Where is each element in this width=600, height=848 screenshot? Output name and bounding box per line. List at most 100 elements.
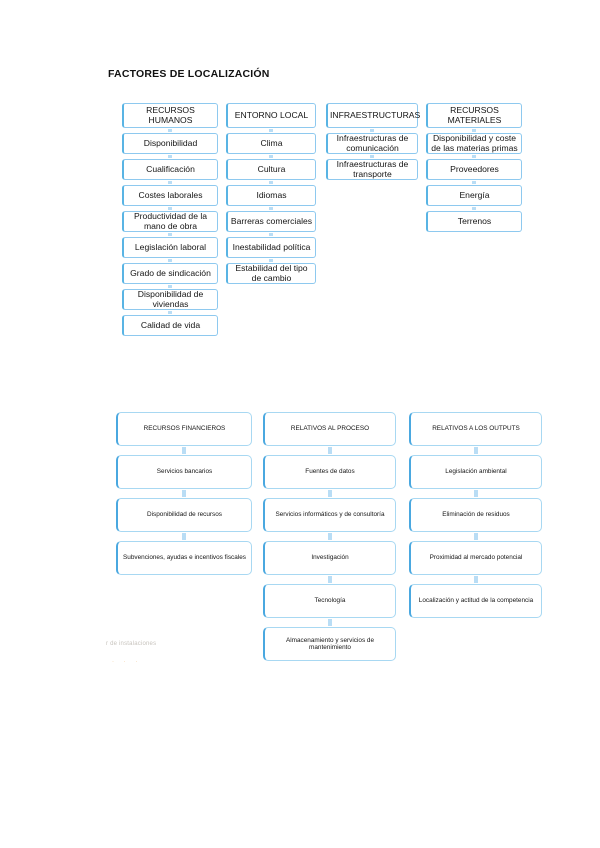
group-header-label: RELATIVOS A LOS OUTPUTS	[432, 425, 520, 433]
connector-arrow-icon	[269, 155, 273, 158]
connector-arrow-icon	[473, 576, 478, 583]
factor-box-energia[interactable]: Energía	[426, 185, 522, 206]
connector-arrow-icon	[168, 181, 172, 184]
factor-box-label: Proveedores	[450, 163, 499, 174]
factor-box-clima[interactable]: Clima	[226, 133, 316, 154]
group-header-recursos-financieros: RECURSOS FINANCIEROS	[116, 412, 252, 446]
factor-box-cultura[interactable]: Cultura	[226, 159, 316, 180]
connector-arrow-icon	[269, 233, 273, 236]
factor-box-disponibilidad-de-recursos[interactable]: Disponibilidad de recursos	[116, 498, 252, 532]
factor-box-label: Proximidad al mercado potencial	[429, 554, 523, 562]
factor-box-label: Cultura	[257, 163, 286, 174]
factor-box-proximidad-al-mercado-potencial[interactable]: Proximidad al mercado potencial	[409, 541, 542, 575]
connector-arrow-icon	[473, 447, 478, 454]
connector-arrow-icon	[327, 447, 332, 454]
factor-box-label: Terrenos	[457, 215, 492, 226]
factor-box-label: Productividad de la mano de obra	[133, 210, 208, 231]
factor-box-legislacion-ambiental[interactable]: Legislación ambiental	[409, 455, 542, 489]
factor-box-label: Subvenciones, ayudas e incentivos fiscal…	[123, 554, 246, 562]
group-header-label: INFRAESTRUCTURAS	[330, 109, 421, 120]
factor-box-label: Eliminación de residuos	[442, 511, 510, 519]
connector-arrow-icon	[473, 533, 478, 540]
connector-arrow-icon	[168, 207, 172, 210]
group-header-label: RELATIVOS AL PROCESO	[290, 425, 370, 433]
factor-box-label: Legislación ambiental	[445, 468, 507, 476]
factor-box-servicios-informaticos-y-de-consultoria[interactable]: Servicios informáticos y de consultoría	[263, 498, 396, 532]
connector-arrow-icon	[269, 207, 273, 210]
factor-box-label: Cualificación	[146, 163, 195, 174]
factor-box-label: Inestabilidad política	[232, 241, 311, 252]
factor-box-servicios-bancarios[interactable]: Servicios bancarios	[116, 455, 252, 489]
factor-box-label: Costes laborales	[138, 189, 203, 200]
connector-arrow-icon	[370, 155, 374, 158]
factor-box-disponibilidad-y-coste-de-las-materias-primas[interactable]: Disponibilidad y coste de las materias p…	[426, 133, 522, 154]
connector-arrow-icon	[472, 129, 476, 132]
factor-box-label: Fuentes de datos	[305, 468, 355, 476]
connector-arrow-icon	[327, 490, 332, 497]
group-header-recursos-materiales: RECURSOS MATERIALES	[426, 103, 522, 128]
factor-box-label: Idiomas	[256, 189, 287, 200]
factor-box-infraestructuras-de-transporte[interactable]: Infraestructuras de transporte	[326, 159, 418, 180]
factor-box-label: Tecnología	[314, 597, 346, 605]
factor-box-label: Infraestructuras de comunicación	[336, 132, 409, 153]
factor-box-label: Investigación	[311, 554, 349, 562]
factor-box-label: Servicios bancarios	[156, 468, 213, 476]
factor-box-inestabilidad-politica[interactable]: Inestabilidad política	[226, 237, 316, 258]
factor-box-terrenos[interactable]: Terrenos	[426, 211, 522, 232]
factor-box-idiomas[interactable]: Idiomas	[226, 185, 316, 206]
factor-box-legislacion-laboral[interactable]: Legislación laboral	[122, 237, 218, 258]
factor-box-label: Disponibilidad de recursos	[147, 511, 222, 519]
connector-arrow-icon	[472, 181, 476, 184]
connector-arrow-icon	[182, 490, 186, 497]
connector-arrow-icon	[327, 619, 332, 626]
factor-box-calidad-de-vida[interactable]: Calidad de vida	[122, 315, 218, 336]
factor-box-disponibilidad[interactable]: Disponibilidad	[122, 133, 218, 154]
connector-arrow-icon	[168, 311, 172, 314]
group-header-relativos-al-proceso: RELATIVOS AL PROCESO	[263, 412, 396, 446]
cropped-marks-artifact: · · ·	[112, 659, 142, 665]
factor-box-localizacion-y-actitud-de-la-competencia[interactable]: Localización y actitud de la competencia	[409, 584, 542, 618]
factor-box-subvenciones-ayudas-e-incentivos-fiscales[interactable]: Subvenciones, ayudas e incentivos fiscal…	[116, 541, 252, 575]
factor-box-infraestructuras-de-comunicacion[interactable]: Infraestructuras de comunicación	[326, 133, 418, 154]
factor-box-label: Calidad de vida	[140, 319, 201, 330]
factor-box-almacenamiento-y-servicios-de-mantenimiento[interactable]: Almacenamiento y servicios de mantenimie…	[263, 627, 396, 661]
factor-box-disponibilidad-de-viviendas[interactable]: Disponibilidad de viviendas	[122, 289, 218, 310]
factor-box-label: Grado de sindicación	[130, 267, 211, 278]
connector-arrow-icon	[182, 447, 186, 454]
connector-arrow-icon	[370, 129, 374, 132]
factor-box-tecnologia[interactable]: Tecnología	[263, 584, 396, 618]
factor-box-fuentes-de-datos[interactable]: Fuentes de datos	[263, 455, 396, 489]
factor-box-cualificacion[interactable]: Cualificación	[122, 159, 218, 180]
group-header-recursos-humanos: RECURSOS HUMANOS	[122, 103, 218, 128]
factor-box-label: Clima	[260, 137, 283, 148]
factor-box-grado-de-sindicacion[interactable]: Grado de sindicación	[122, 263, 218, 284]
connector-arrow-icon	[168, 155, 172, 158]
factor-box-eliminacion-de-residuos[interactable]: Eliminación de residuos	[409, 498, 542, 532]
connector-arrow-icon	[168, 233, 172, 236]
factor-box-barreras-comerciales[interactable]: Barreras comerciales	[226, 211, 316, 232]
factor-box-label: Estabilidad del tipo de cambio	[235, 262, 308, 283]
connector-arrow-icon	[182, 533, 186, 540]
connector-arrow-icon	[269, 259, 273, 262]
factor-box-label: Disponibilidad de viviendas	[137, 288, 204, 309]
factor-box-label: Disponibilidad	[143, 137, 198, 148]
connector-arrow-icon	[327, 576, 332, 583]
factor-box-productividad-de-la-mano-de-obra[interactable]: Productividad de la mano de obra	[122, 211, 218, 232]
factor-box-estabilidad-del-tipo-de-cambio[interactable]: Estabilidad del tipo de cambio	[226, 263, 316, 284]
factor-box-label: Energía	[459, 189, 490, 200]
connector-arrow-icon	[168, 129, 172, 132]
factor-box-investigacion[interactable]: Investigación	[263, 541, 396, 575]
page-title: FACTORES DE LOCALIZACIÓN	[108, 68, 270, 80]
connector-arrow-icon	[472, 207, 476, 210]
group-header-entorno-local: ENTORNO LOCAL	[226, 103, 316, 128]
connector-arrow-icon	[168, 285, 172, 288]
factor-box-costes-laborales[interactable]: Costes laborales	[122, 185, 218, 206]
connector-arrow-icon	[269, 181, 273, 184]
factor-box-label: Infraestructuras de transporte	[336, 158, 409, 179]
factor-box-label: Legislación laboral	[134, 241, 207, 252]
factor-box-label: Barreras comerciales	[230, 215, 313, 226]
factor-box-proveedores[interactable]: Proveedores	[426, 159, 522, 180]
group-header-label: RECURSOS MATERIALES	[447, 104, 502, 125]
factor-box-label: Almacenamiento y servicios de mantenimie…	[285, 636, 375, 651]
group-header-relativos-a-los-outputs: RELATIVOS A LOS OUTPUTS	[409, 412, 542, 446]
